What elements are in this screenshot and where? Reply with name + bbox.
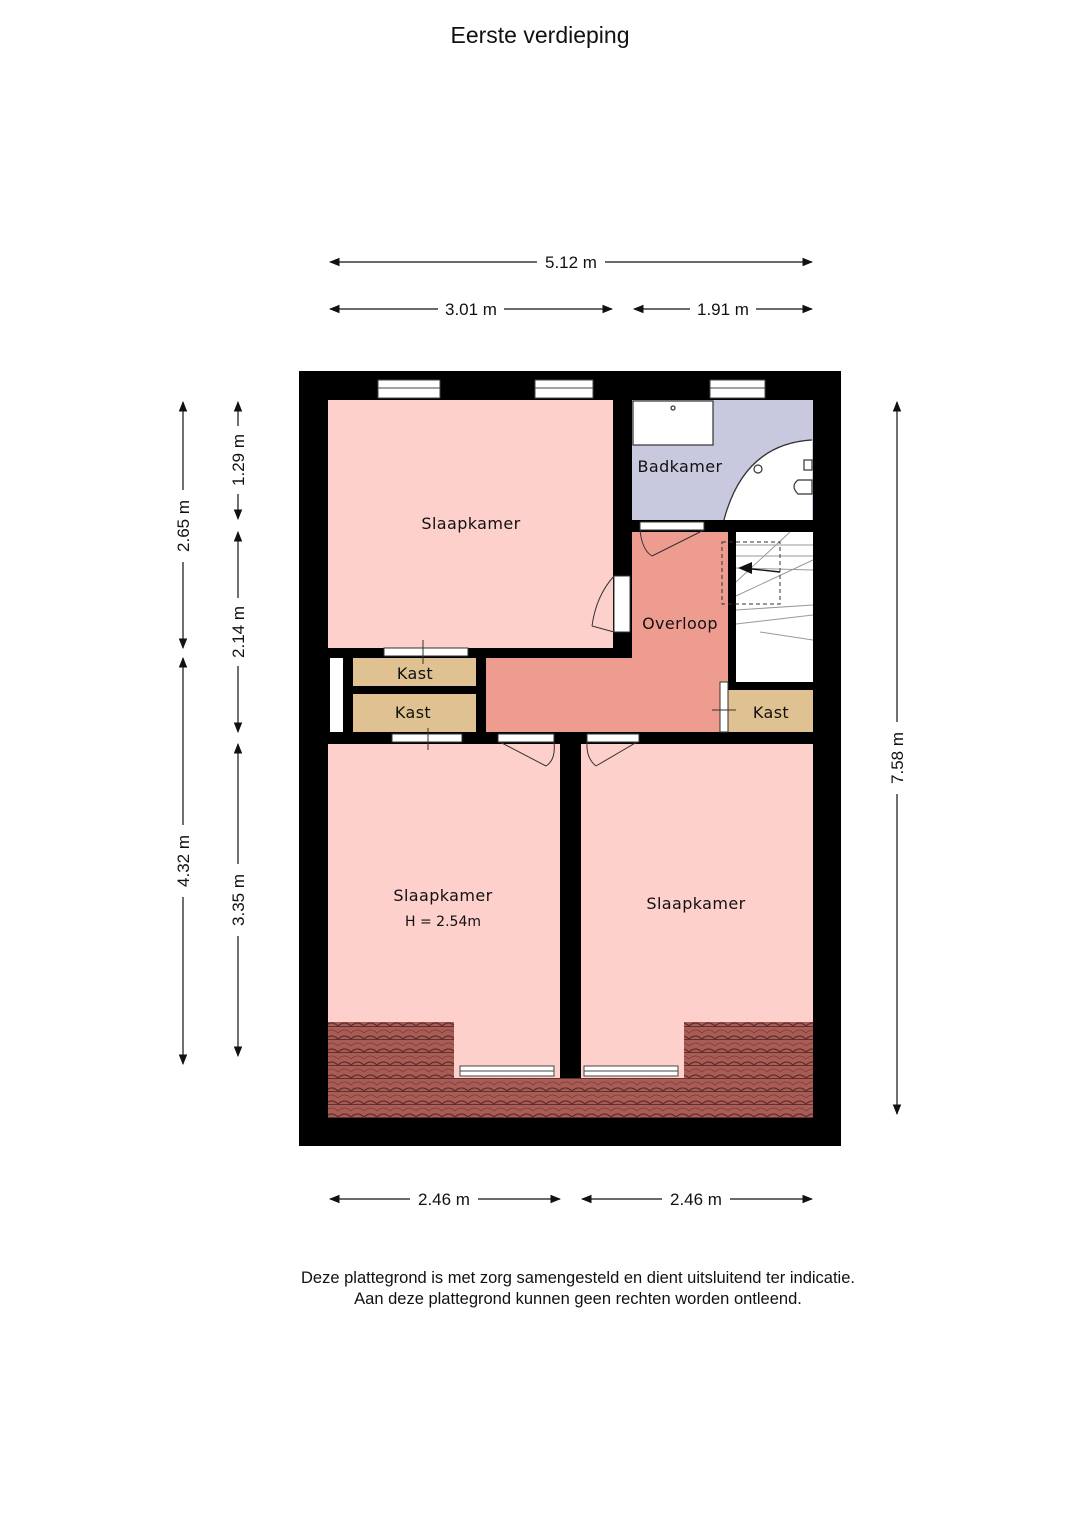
dim-left-inner-2: 2.14 m [229,606,248,658]
dim-top-left: 3.01 m [445,300,497,319]
room-closet-3 [728,690,813,732]
label-bedroom-left: Slaapkamer [393,886,492,905]
disclaimer-line-2: Aan deze plattegrond kunnen geen rechten… [354,1290,802,1308]
label-closet-3: Kast [753,703,789,722]
disclaimer-line-1: Deze plattegrond is met zorg samengestel… [301,1269,855,1287]
windows [377,379,766,1077]
shaft [330,658,343,732]
page-title: Eerste verdieping [450,22,630,48]
dim-right-total: 7.58 m [888,732,907,784]
label-bedroom-right: Slaapkamer [646,894,745,913]
label-bedroom-left-height: H = 2.54m [405,914,481,930]
label-landing: Overloop [642,614,718,633]
dim-top-right: 1.91 m [697,300,749,319]
dim-left-outer-bottom: 4.32 m [174,835,193,887]
dim-left-inner-1: 1.29 m [229,434,248,486]
dim-left-inner-3: 3.35 m [229,874,248,926]
bathroom-fixtures [632,400,813,521]
dim-bottom-right: 2.46 m [670,1190,722,1209]
room-bedroom-top [328,400,613,648]
dim-left-outer-top: 2.65 m [174,500,193,552]
doors [383,521,736,767]
dim-top-total: 5.12 m [545,253,597,272]
roof-tiles [328,1022,813,1118]
room-closet-1 [353,658,476,686]
dim-bottom-left: 2.46 m [418,1190,470,1209]
room-landing [486,532,728,732]
label-closet-1: Kast [397,664,433,683]
dimension-lines: 5.12 m 3.01 m 1.91 m 2.65 m 4.32 m 1.29 … [174,253,907,1209]
room-closet-2 [353,694,476,732]
stair-lines [721,531,814,641]
label-bedroom-top: Slaapkamer [421,514,520,533]
label-closet-2: Kast [395,703,431,722]
label-bathroom: Badkamer [638,457,723,476]
